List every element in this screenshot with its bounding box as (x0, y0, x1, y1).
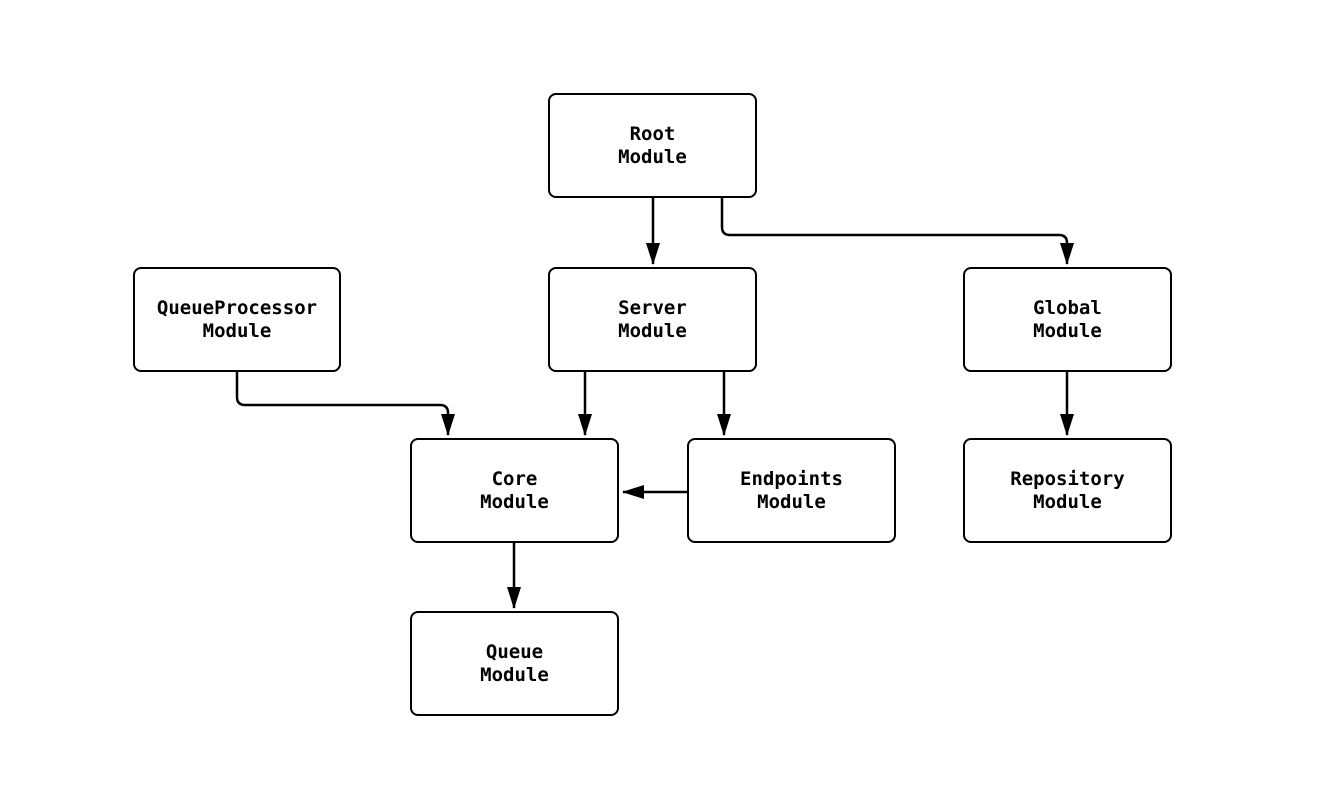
node-label: Queue Module (480, 640, 549, 686)
node-core-module: Core Module (410, 438, 619, 543)
node-root-module: Root Module (548, 93, 757, 198)
edge-root-to-global (720, 198, 1074, 265)
node-queue-module: Queue Module (410, 611, 619, 716)
node-label: Repository Module (1010, 467, 1125, 513)
node-global-module: Global Module (963, 267, 1172, 372)
node-server-module: Server Module (548, 267, 757, 372)
node-label: Root Module (618, 122, 687, 168)
node-label: Endpoints Module (740, 467, 843, 513)
edge-queueprocessor-to-core (235, 372, 455, 436)
node-queueprocessor-module: QueueProcessor Module (133, 267, 341, 372)
node-label: Core Module (480, 467, 549, 513)
node-label: Global Module (1033, 296, 1102, 342)
node-label: Server Module (618, 296, 687, 342)
node-repository-module: Repository Module (963, 438, 1172, 543)
node-endpoints-module: Endpoints Module (687, 438, 896, 543)
node-label: QueueProcessor Module (156, 296, 318, 342)
